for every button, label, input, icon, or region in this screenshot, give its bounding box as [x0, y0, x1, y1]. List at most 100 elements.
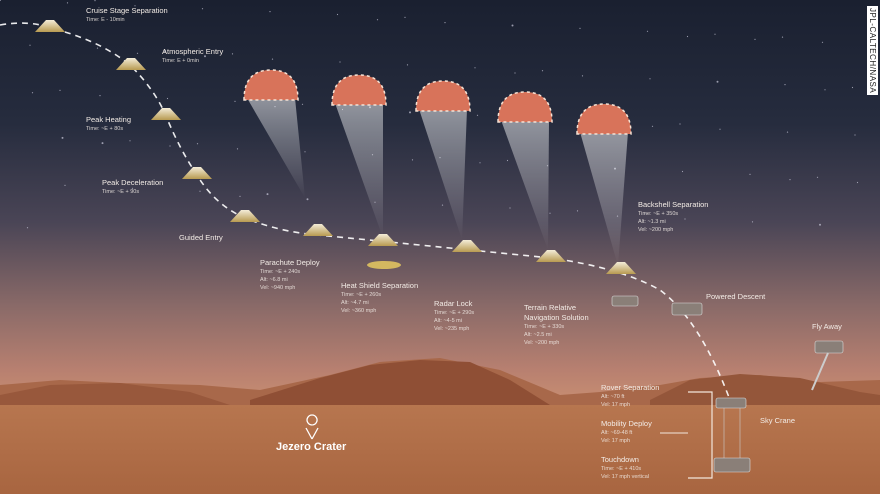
star	[754, 38, 756, 41]
star	[679, 123, 681, 125]
star	[306, 198, 309, 201]
star	[129, 140, 131, 142]
star	[59, 89, 61, 91]
star	[856, 181, 859, 184]
stage-detail: Alt: ~70 ft	[601, 394, 625, 400]
star	[476, 114, 479, 116]
suspension-lines	[501, 120, 549, 250]
star	[514, 72, 516, 74]
stage-label: Powered Descent	[706, 292, 765, 302]
stage-detail: Time: ~E + 330s	[524, 324, 565, 330]
stage-detail: Vel: ~360 mph	[341, 308, 377, 314]
stage-title-line2: Navigation Solution	[524, 313, 589, 322]
stage-detail: Vel: 17 mph	[601, 438, 631, 444]
heat-shield	[367, 261, 401, 269]
stage-title: Peak Deceleration	[102, 178, 164, 187]
pin-icon	[305, 414, 319, 440]
star	[96, 47, 99, 49]
star	[506, 159, 509, 162]
star	[581, 75, 584, 77]
stage-title: Heat Shield Separation	[341, 281, 419, 290]
stage-detail: Alt: ~69-48 ft	[601, 430, 633, 436]
stage-detail: Vel: ~200 mph	[638, 227, 674, 233]
capsule	[151, 108, 181, 120]
parachute	[576, 103, 632, 135]
star	[169, 145, 171, 147]
star	[576, 210, 579, 212]
star	[94, 0, 96, 2]
stage-title: Powered Descent	[706, 292, 766, 301]
star	[406, 64, 409, 66]
stage-title: Atmospheric Entry	[162, 47, 224, 56]
capsule	[368, 234, 398, 246]
capsule	[536, 250, 566, 262]
star	[271, 58, 274, 60]
stage-title: Parachute Deploy	[260, 258, 320, 267]
image-credit: JPL-CALTECH/NASA	[867, 6, 878, 96]
star	[824, 89, 826, 91]
stage-detail: Alt: ~2.5 mi	[524, 332, 552, 338]
stage-detail: Time: ~E + 240s	[260, 269, 301, 275]
star	[411, 159, 414, 161]
stage-detail: Time: ~E + 350s	[638, 211, 679, 217]
stage-detail: Alt: ~6.8 mi	[260, 277, 288, 283]
star	[236, 148, 239, 150]
star	[26, 227, 29, 229]
star	[851, 86, 854, 89]
capsule	[182, 167, 212, 179]
star	[131, 187, 134, 189]
mountain-left	[0, 383, 230, 410]
star	[166, 97, 169, 100]
stage-detail: Time: ~E + 80s	[86, 126, 124, 132]
capsule	[116, 58, 146, 70]
parachute	[243, 69, 299, 101]
star	[134, 5, 136, 7]
stage-label: Guided Entry	[179, 233, 223, 243]
stage-title: Fly Away	[812, 322, 842, 331]
star	[231, 53, 234, 55]
capsule	[230, 210, 260, 222]
star	[239, 195, 241, 197]
star	[789, 179, 791, 181]
mountain-center	[250, 360, 550, 410]
star	[749, 173, 751, 175]
stage-detail: Time: E - 10min	[86, 17, 125, 23]
star	[234, 100, 236, 102]
star	[511, 24, 514, 27]
suspension-lines	[335, 103, 383, 238]
star	[0, 0, 1, 1]
star	[816, 176, 819, 178]
stage-title: Radar Lock	[434, 299, 473, 308]
star	[681, 170, 684, 173]
sky-crane-bracket	[688, 391, 713, 479]
stage-detail: Alt: ~4-5 mi	[434, 318, 462, 324]
star	[444, 22, 446, 24]
star	[164, 50, 166, 52]
stage-title: Backshell Separation	[638, 200, 709, 209]
parachute	[415, 80, 471, 112]
star	[479, 162, 481, 164]
stage-title: Rover Separation	[601, 383, 660, 392]
star	[136, 52, 139, 54]
capsule	[303, 224, 333, 236]
star	[751, 221, 754, 223]
star	[819, 223, 821, 226]
stage-detail: Time: E + 0min	[162, 58, 199, 64]
suspension-lines	[419, 109, 467, 240]
star	[31, 92, 34, 94]
stage-title: Terrain Relative	[524, 303, 577, 312]
star	[101, 142, 104, 145]
stage-detail: Time: ~E + 290s	[434, 310, 475, 316]
star	[716, 80, 719, 83]
stage-detail: Vel: ~940 mph	[260, 285, 296, 291]
star	[339, 61, 341, 63]
star	[786, 131, 789, 133]
stage-detail: Vel: ~235 mph	[434, 326, 470, 332]
